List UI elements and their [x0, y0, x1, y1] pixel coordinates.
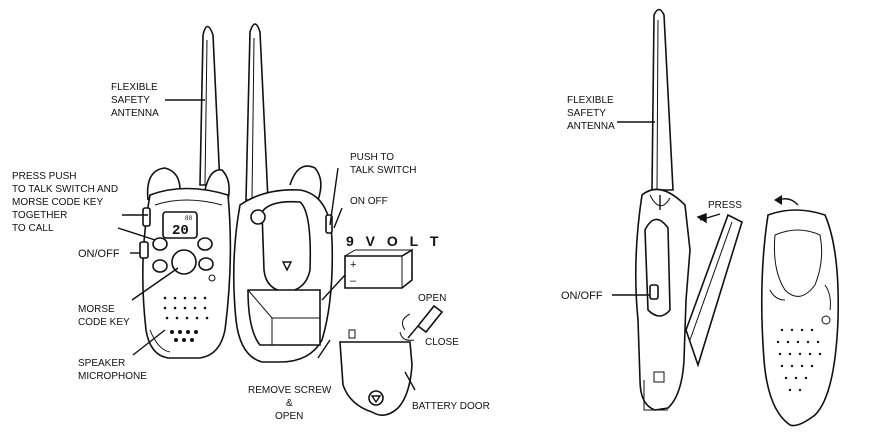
label-on-off-side: ON OFF — [350, 196, 388, 207]
label-morse-1: MORSE — [78, 304, 115, 315]
cover-screw — [821, 315, 831, 325]
label-antenna-1: FLEXIBLE — [111, 82, 158, 93]
belt-clip — [261, 200, 312, 293]
label-battery-door: BATTERY DOOR — [412, 401, 490, 412]
back-radio — [232, 23, 334, 363]
label-open: OPEN — [418, 293, 446, 304]
label-morse-2: CODE KEY — [78, 317, 130, 328]
label-remove-screw-2: & — [286, 398, 293, 409]
lcd-channel: 20 — [172, 223, 189, 239]
label-remove-screw-1: REMOVE SCREW — [248, 385, 332, 396]
label-ptt-4: TOGETHER — [12, 210, 67, 221]
left-labels: FLEXIBLE SAFETY ANTENNA PRESS PUSH TO TA… — [12, 82, 490, 422]
label-ptt-2: TO TALK SWITCH AND — [12, 184, 118, 195]
label-remove-screw-3: OPEN — [275, 411, 303, 422]
label-9-volt: 9 V O L T — [346, 233, 442, 249]
back-cover — [760, 195, 840, 427]
side-on-off-switch — [649, 284, 659, 300]
side-antenna — [651, 8, 674, 191]
label-push-talk-1: PUSH TO — [350, 152, 394, 163]
label-ptt-3: MORSE CODE KEY — [12, 197, 103, 208]
back-right-ear — [289, 165, 322, 201]
front-radio: 88 20 — [139, 25, 232, 359]
left-button — [152, 237, 168, 251]
open-battery-door-flap — [685, 212, 743, 368]
lcd-small-digits: 88 — [185, 215, 193, 222]
on-off-switch — [139, 241, 149, 259]
battery-minus: – — [350, 275, 357, 287]
leader-lines-left — [117, 99, 416, 391]
screwdriver-icon — [399, 304, 444, 341]
right-label-antenna-3: ANTENNA — [567, 121, 615, 132]
lower-right-button — [198, 257, 214, 271]
right-label-on-off: ON/OFF — [561, 290, 603, 302]
side-belt-clip — [644, 218, 671, 317]
back-antenna — [245, 23, 269, 201]
right-label-press: PRESS — [708, 200, 742, 211]
right-label-antenna-2: SAFETY — [567, 108, 606, 119]
label-speaker-2: MICROPHONE — [78, 371, 147, 382]
right-label-antenna-1: FLEXIBLE — [567, 95, 614, 106]
leader-lines-right — [612, 121, 655, 296]
ptt-knob — [250, 209, 266, 225]
label-antenna-2: SAFETY — [111, 95, 150, 106]
label-ptt-5: TO CALL — [12, 223, 54, 234]
front-antenna — [199, 25, 221, 186]
label-speaker-1: SPEAKER — [78, 358, 125, 369]
right-button — [197, 237, 213, 251]
nine-volt-battery: + – — [344, 248, 413, 289]
cover-grill — [776, 328, 822, 392]
right-labels: FLEXIBLE SAFETY ANTENNA PRESS ON/OFF — [561, 95, 742, 302]
label-close: CLOSE — [425, 337, 459, 348]
small-screw — [208, 274, 216, 282]
lower-left-button — [152, 259, 168, 273]
lcd-display — [162, 211, 198, 239]
label-on-off: ON/OFF — [78, 248, 120, 260]
battery-plus: + — [350, 259, 356, 271]
label-ptt-1: PRESS PUSH — [12, 171, 76, 182]
speaker-grill — [163, 296, 209, 342]
battery-door — [339, 329, 413, 416]
side-radio — [634, 8, 691, 411]
label-push-talk-2: TALK SWITCH — [350, 165, 416, 176]
ptt-side-button — [142, 207, 151, 227]
label-antenna-3: ANTENNA — [111, 108, 159, 119]
door-screw — [368, 390, 384, 406]
